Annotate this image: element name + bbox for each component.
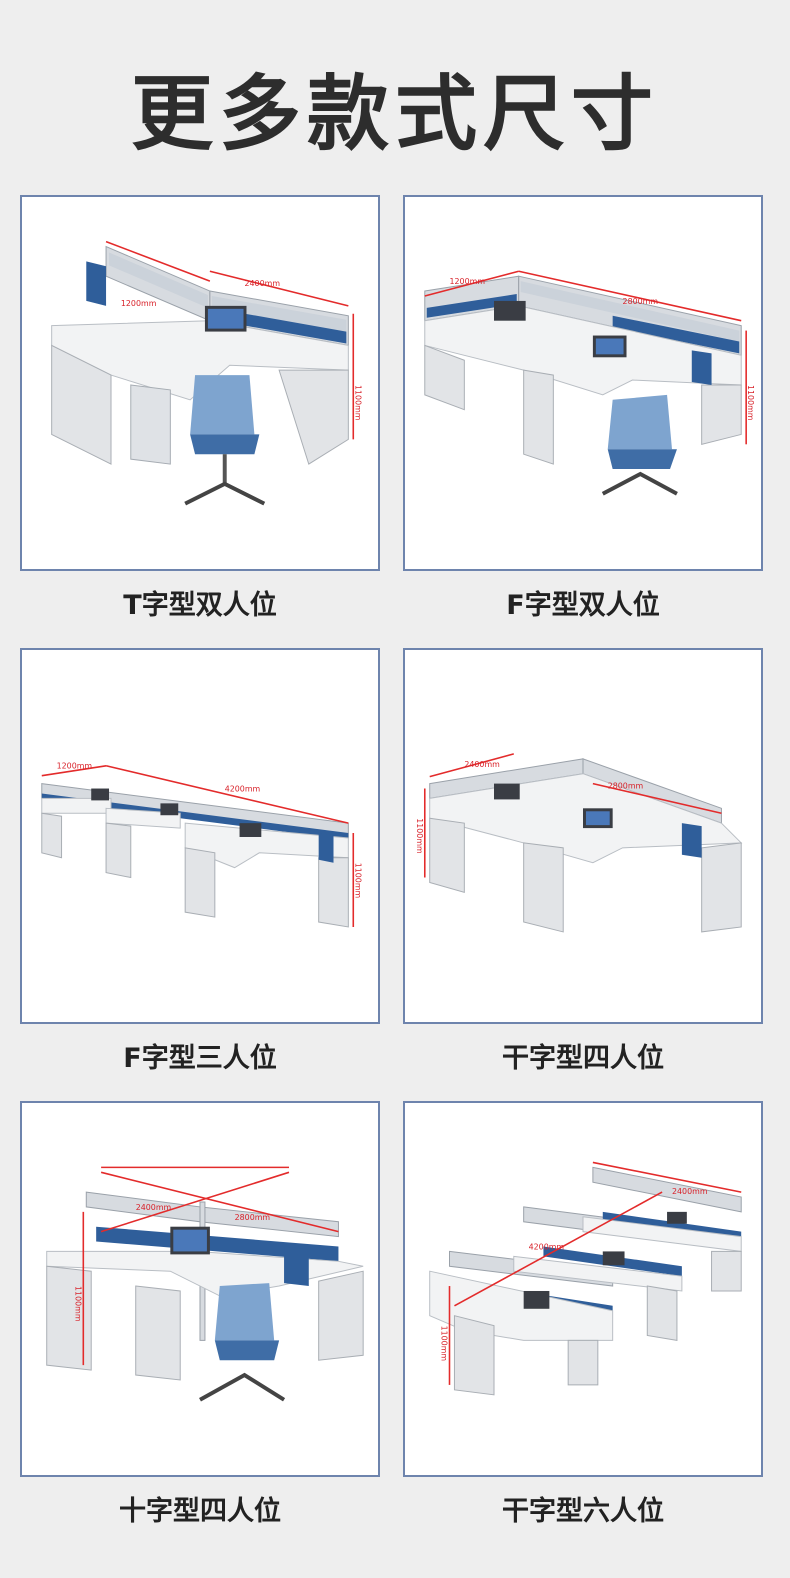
product-image-f-two-person[interactable]: 1200mm 2800mm 1100mm <box>403 195 763 571</box>
product-image-gan-four-person[interactable]: 2400mm 2800mm 1100mm <box>403 648 763 1024</box>
product-image-gan-six-person[interactable]: 2400mm 4200mm 1100mm <box>403 1101 763 1477</box>
dimension-label: 2800mm <box>235 1213 271 1222</box>
dimension-label: 4200mm <box>225 785 261 794</box>
dimension-label: 2400mm <box>245 279 281 288</box>
product-image-f-three-person[interactable]: 1200mm 4200mm 1100mm <box>20 648 380 1024</box>
desk-illustration: 1200mm 2800mm 1100mm <box>424 270 755 496</box>
dimension-label: 1200mm <box>57 762 93 771</box>
desk-illustration: 2400mm 2800mm 1100mm <box>415 753 743 933</box>
dimension-label: 1200mm <box>121 299 157 308</box>
dimension-label: 2400mm <box>464 760 500 769</box>
dimension-label: 2400mm <box>672 1187 708 1196</box>
dimension-label: 2800mm <box>623 297 659 306</box>
dimension-label: 2800mm <box>608 782 644 791</box>
desk-illustration: 2400mm 2800mm 1100mm <box>46 1166 364 1402</box>
product-image-cross-four-person[interactable]: 2400mm 2800mm 1100mm <box>20 1101 380 1477</box>
desk-illustration: 1200mm 4200mm 1100mm <box>41 762 362 928</box>
dimension-label: 1100mm <box>440 1326 449 1362</box>
product-caption: F字型双人位 <box>506 590 660 621</box>
product-caption: T字型双人位 <box>123 590 277 621</box>
dimension-label: 2400mm <box>136 1203 172 1212</box>
dimension-label: 1100mm <box>415 818 424 854</box>
product-caption: F字型三人位 <box>123 1043 277 1074</box>
desk-illustration: 2400mm 4200mm 1100mm <box>429 1161 742 1396</box>
dimension-label: 1200mm <box>450 277 486 286</box>
product-image-t-two-person[interactable]: 2400mm 1200mm 1100mm <box>20 195 380 571</box>
dimension-label: 1100mm <box>353 863 362 899</box>
dimension-label: 4200mm <box>529 1242 565 1251</box>
desk-illustration: 2400mm 1200mm 1100mm <box>51 240 362 506</box>
dimension-label: 1100mm <box>353 385 362 421</box>
page-title: 更多款式尺寸 <box>130 67 659 162</box>
product-caption: 干字型六人位 <box>502 1496 664 1527</box>
dimension-label: 1100mm <box>73 1286 82 1322</box>
product-caption: 十字型四人位 <box>119 1496 281 1527</box>
product-caption: 干字型四人位 <box>502 1043 664 1074</box>
dimension-label: 1100mm <box>746 385 755 421</box>
